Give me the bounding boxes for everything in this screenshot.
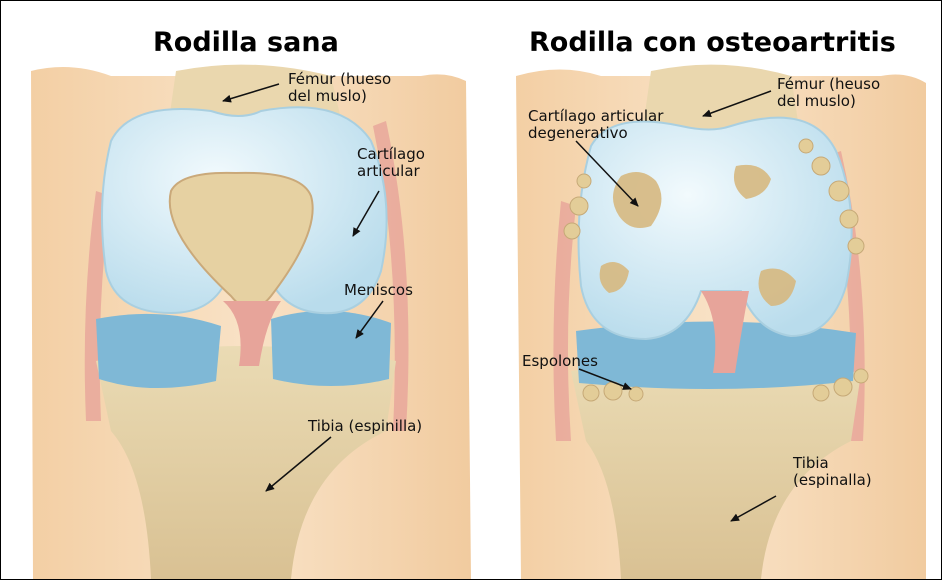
oa-tibia-label: Tibia (espinalla) [793, 455, 872, 489]
healthy-tibia-label: Tibia (espinilla) [308, 418, 422, 435]
healthy-meniscus-left [96, 314, 221, 388]
oa-cartilage-label: Cartílago articular degenerativo [528, 108, 663, 142]
healthy-meniscus-label: Meniscos [344, 282, 413, 299]
oa-femur-label: Fémur (heuso del muslo) [777, 76, 880, 110]
healthy-femur-label: Fémur (hueso del muslo) [288, 71, 391, 105]
healthy-knee [31, 65, 471, 579]
healthy-knee-title: Rodilla sana [153, 27, 339, 58]
healthy-cartilage-label: Cartílago articular [357, 146, 425, 180]
oa-knee-title: Rodilla con osteoartritis [529, 27, 896, 58]
oa-spurs-label: Espolones [522, 353, 598, 370]
healthy-meniscus-right [271, 311, 391, 386]
